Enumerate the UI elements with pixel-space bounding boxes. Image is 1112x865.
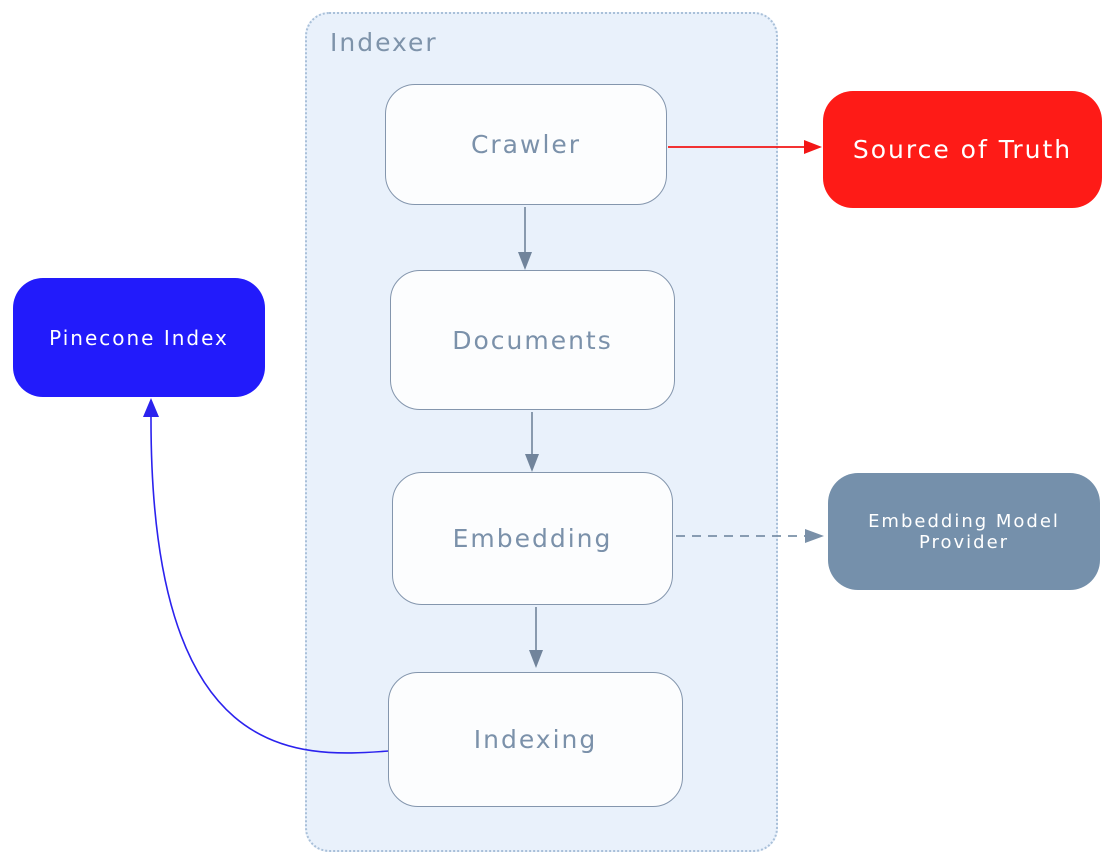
indexer-group-label: Indexer bbox=[330, 28, 438, 57]
node-embedding: Embedding bbox=[392, 472, 673, 605]
node-documents: Documents bbox=[390, 270, 675, 410]
node-source-of-truth-label: Source of Truth bbox=[852, 135, 1073, 164]
node-pinecone-index-label: Pinecone Index bbox=[49, 325, 229, 350]
node-indexing-label: Indexing bbox=[473, 725, 598, 754]
node-embedding-model-provider-label: Embedding Model Provider bbox=[868, 510, 1060, 553]
node-pinecone-index: Pinecone Index bbox=[13, 278, 265, 397]
node-source-of-truth: Source of Truth bbox=[823, 91, 1102, 208]
node-crawler-label: Crawler bbox=[470, 130, 582, 159]
node-embedding-model-provider: Embedding Model Provider bbox=[828, 473, 1100, 590]
node-indexing: Indexing bbox=[388, 672, 683, 807]
node-crawler: Crawler bbox=[385, 84, 667, 205]
node-embedding-label: Embedding bbox=[452, 524, 613, 553]
node-documents-label: Documents bbox=[452, 325, 613, 355]
